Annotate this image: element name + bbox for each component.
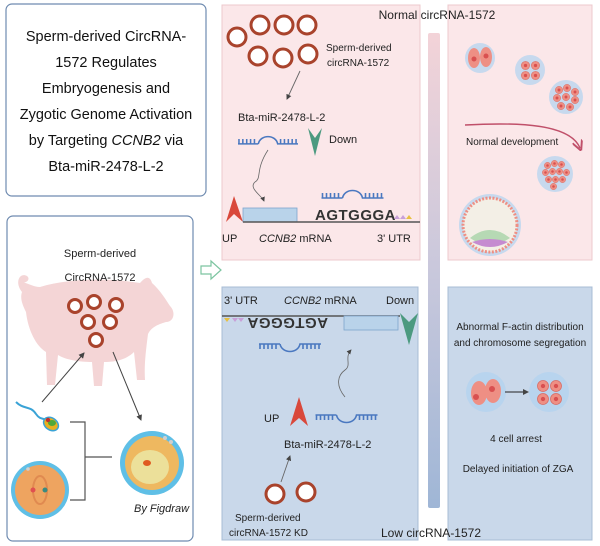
pig-silhouette — [18, 275, 174, 386]
arrow-icon — [286, 70, 301, 100]
oocyte-icon — [120, 431, 184, 495]
seed-sequence: AGTGGGA — [247, 314, 328, 331]
utr-label: 3' UTR — [224, 295, 258, 307]
circrna-icon — [67, 298, 83, 314]
title-line: Sperm-derived CircRNA- — [26, 29, 187, 45]
four-cell-embryo-icon — [515, 55, 545, 85]
circrna-icon — [86, 294, 102, 310]
title-line: Zygotic Genome Activation — [20, 107, 192, 123]
seed-sequence: AGTGGGA — [315, 207, 396, 224]
circrna-icon — [296, 14, 318, 36]
circrna-icon — [264, 483, 286, 505]
down-arrow-icon — [308, 128, 322, 156]
normal-header: Normal circRNA-1572 — [379, 8, 496, 22]
arrow-icon — [112, 351, 142, 421]
low-outcome-panel: Abnormal F-actin distribution and chromo… — [447, 286, 593, 541]
up-label: UP — [264, 413, 279, 425]
circrna-icon — [297, 43, 319, 65]
normal-outcome-panel: Normal development — [447, 4, 593, 261]
up-arrow-icon — [226, 196, 243, 222]
circrna-label: circRNA-1572 — [327, 58, 390, 69]
circrna-kd-label: Sperm-derived — [235, 513, 301, 524]
low-mechanism-panel: 3' UTR CCNB2 mRNA Down AGTGGGA UP Bta-mi… — [221, 286, 419, 541]
circrna-icon — [108, 297, 124, 313]
title-line: Bta-miR-2478-L-2 — [48, 159, 163, 175]
pig-panel: Sperm-derived CircRNA-1572 — [6, 215, 194, 542]
pig-label-line1: Sperm-derived — [64, 248, 136, 260]
circrna-cluster — [67, 294, 124, 348]
arrow-icon — [280, 455, 292, 483]
title-line: 1572 Regulates — [55, 55, 157, 71]
circrna-label: Sperm-derived — [326, 43, 392, 54]
title-line: by Targeting CCNB2 via — [29, 133, 184, 149]
low-header: Low circRNA-1572 — [381, 526, 481, 540]
development-arrow-icon — [464, 123, 580, 148]
circrna-kd-label: circRNA-1572 KD — [229, 528, 308, 539]
sperm-icon — [15, 401, 60, 432]
fertilization-bracket — [70, 421, 112, 501]
arrow-icon — [338, 349, 352, 398]
circrna-icon — [102, 314, 118, 330]
title-box: Sperm-derived CircRNA- 1572 Regulates Em… — [5, 3, 207, 197]
two-cell-embryo-icon — [465, 43, 495, 73]
outcome-text: Delayed initiation of ZGA — [463, 464, 574, 475]
normal-development-label: Normal development — [466, 137, 558, 148]
cds-block — [242, 207, 298, 223]
arrow-icon — [41, 352, 85, 403]
outcome-text: 4 cell arrest — [490, 434, 542, 445]
up-label: UP — [222, 233, 237, 245]
two-cell-embryo-icon — [466, 372, 506, 412]
arrow-icon — [252, 149, 269, 202]
mrna-label: CCNB2 mRNA — [284, 295, 357, 307]
level-gradient-bar — [428, 33, 440, 508]
down-label: Down — [386, 295, 414, 307]
eight-cell-embryo-icon — [549, 80, 583, 114]
mrna-label: CCNB2 mRNA — [259, 233, 332, 245]
title-line: Embryogenesis and — [42, 81, 170, 97]
mirna-label: Bta-miR-2478-L-2 — [284, 439, 371, 451]
down-label: Down — [329, 134, 357, 146]
circrna-icon — [249, 14, 271, 36]
up-arrow-icon — [290, 397, 308, 426]
outcome-text: Abnormal F-actin distribution — [456, 322, 583, 333]
figdraw-credit: By Figdraw — [134, 503, 190, 515]
mirna-label: Bta-miR-2478-L-2 — [238, 112, 325, 124]
cds-block — [343, 315, 399, 331]
normal-mechanism-panel: Sperm-derived circRNA-1572 Bta-miR-2478-… — [221, 4, 421, 261]
utr-label: 3' UTR — [377, 233, 411, 245]
morula-icon — [537, 156, 573, 192]
circrna-icon — [295, 481, 317, 503]
circrna-icon — [272, 47, 294, 69]
circrna-icon — [226, 26, 248, 48]
blastocyst-icon — [459, 194, 521, 256]
circrna-icon — [88, 332, 104, 348]
circrna-icon — [80, 314, 96, 330]
outcome-text: and chromosome segregation — [454, 338, 586, 349]
down-arrow-icon — [400, 313, 418, 345]
four-cell-arrest-embryo-icon — [529, 372, 569, 412]
pig-label-line2: CircRNA-1572 — [65, 272, 136, 284]
circrna-icon — [247, 45, 269, 67]
transition-arrow-icon — [200, 259, 222, 281]
zygote-icon — [11, 461, 69, 519]
circrna-icon — [273, 14, 295, 36]
